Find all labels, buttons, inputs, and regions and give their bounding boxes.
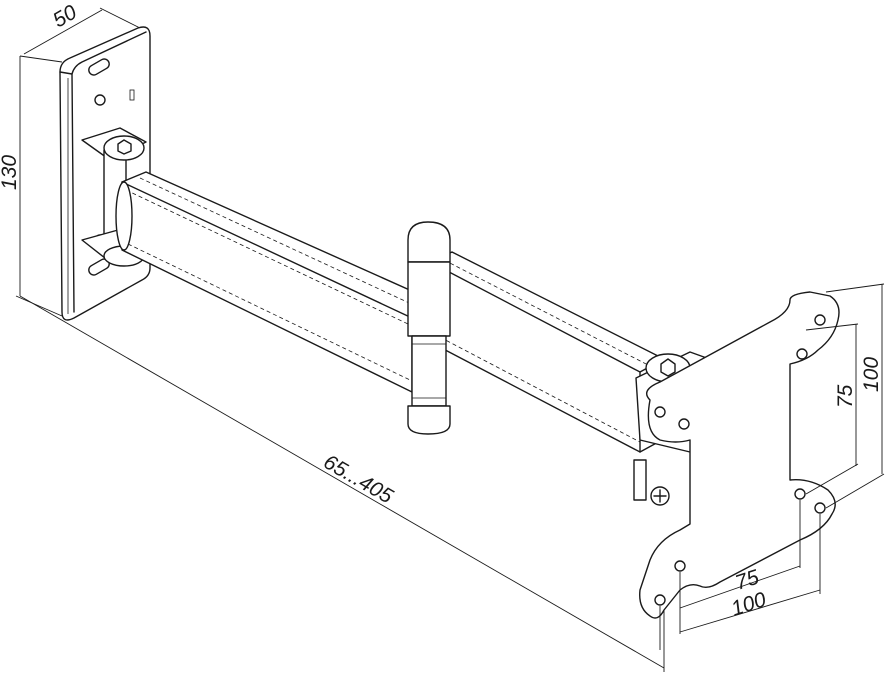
dimension-label-vesa-v-inner: 75 [834, 384, 857, 408]
dimension-label-vesa-v-outer: 100 [860, 357, 883, 392]
arm-second [429, 251, 663, 453]
arm-first [115, 171, 433, 393]
dimension-height: 130 [0, 56, 63, 317]
dimension-label-130: 130 [0, 155, 21, 190]
dimension-label-reach: 65...405 [320, 450, 398, 508]
dimension-label-vesa-h-outer: 100 [728, 588, 769, 621]
dimension-label-50: 50 [49, 1, 81, 33]
dimension-vesa-vertical: 100 75 [805, 283, 885, 509]
vesa-plate [633, 291, 840, 619]
middle-joint [407, 221, 451, 435]
